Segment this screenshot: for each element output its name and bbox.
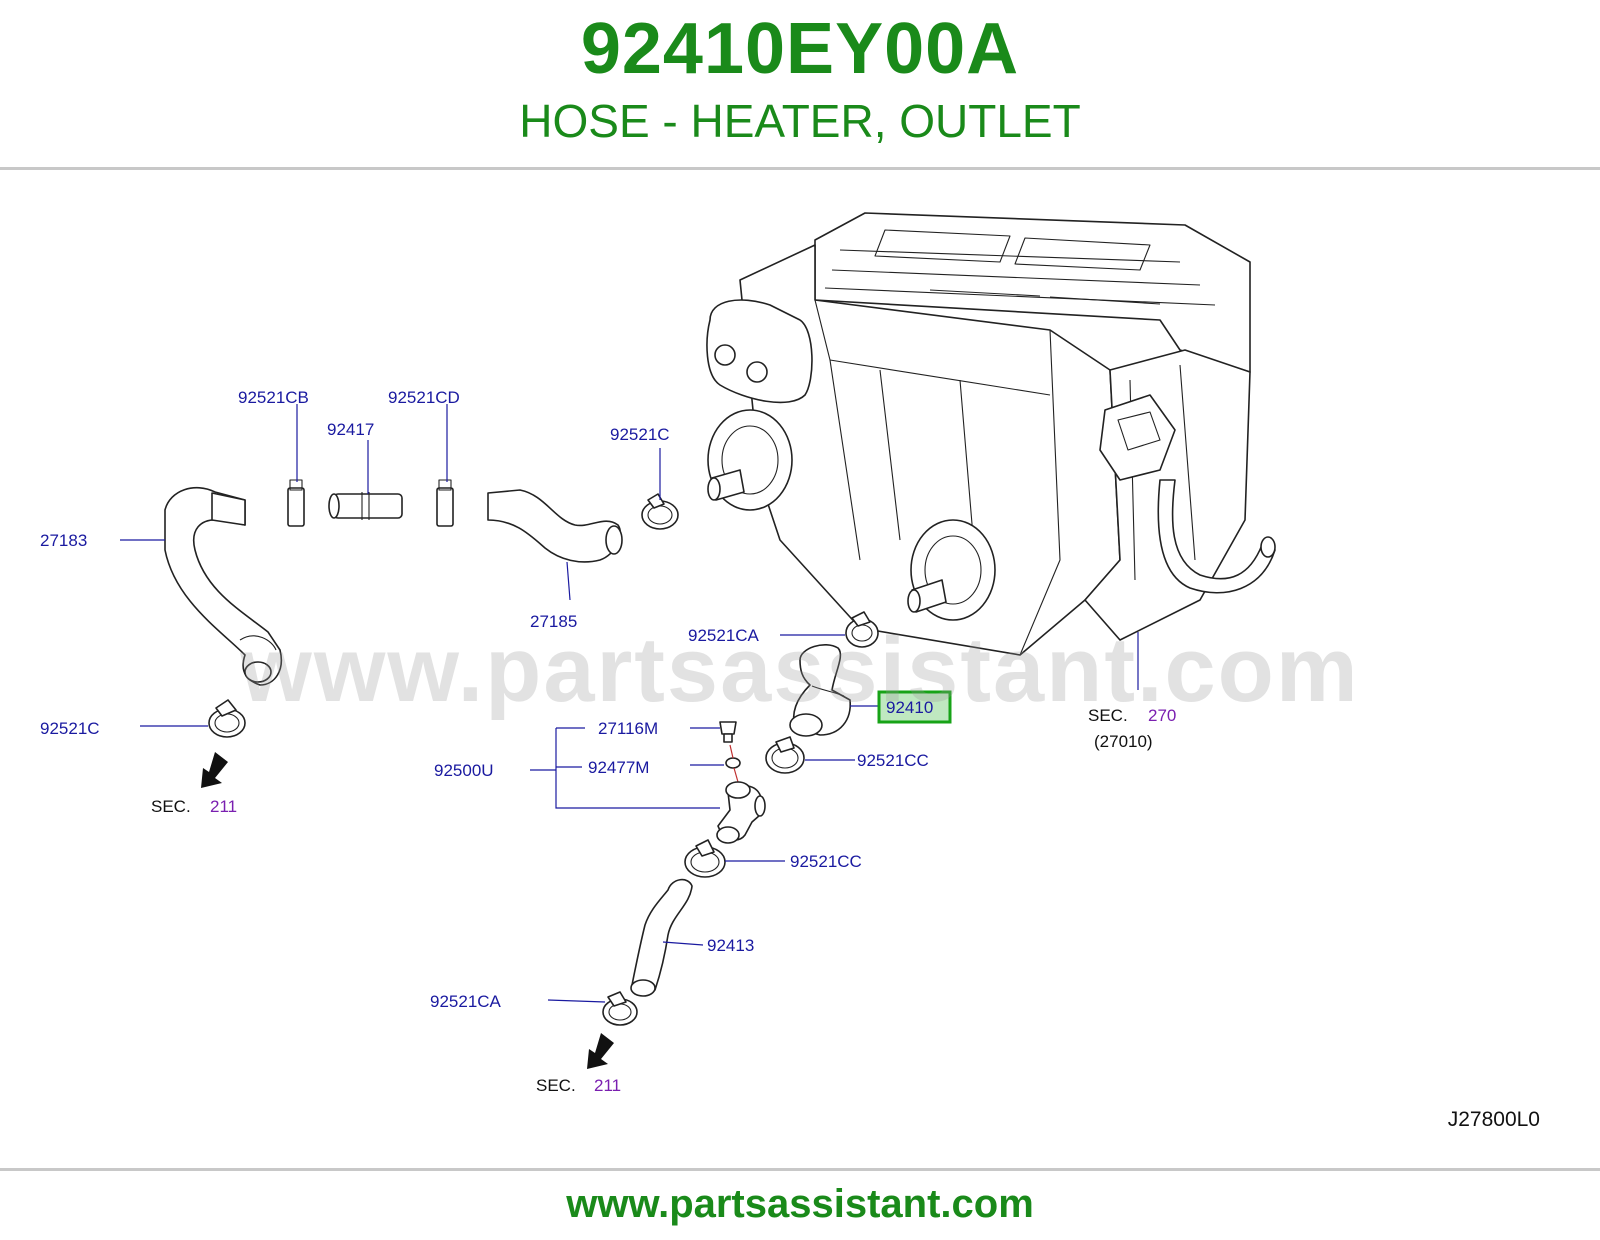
part-name-subtitle: HOSE - HEATER, OUTLET: [519, 95, 1081, 147]
sec-270-subref: (27010): [1094, 732, 1153, 751]
leader-lines: [120, 404, 1139, 1003]
hose-92413-illustration: [630, 878, 693, 997]
callout-92521c-top[interactable]: 92521C: [610, 425, 670, 444]
footer-site-link[interactable]: www.partsassistant.com: [566, 1182, 1034, 1226]
hose-92410-illustration: [789, 644, 851, 737]
callout-92477m[interactable]: 92477M: [588, 758, 649, 777]
callout-92521ca-top[interactable]: 92521CA: [688, 626, 760, 645]
clip-92521cb-illustration: [287, 479, 305, 527]
header-divider: [0, 167, 1600, 170]
red-leader-lines: [729, 744, 739, 783]
callout-92410[interactable]: 92410: [886, 698, 933, 717]
sec-211-bottom-label: SEC.: [536, 1076, 576, 1095]
callout-92500u[interactable]: 92500U: [434, 761, 494, 780]
callout-27185[interactable]: 27185: [530, 612, 577, 631]
callout-92521ca-bottom[interactable]: 92521CA: [430, 992, 502, 1011]
callout-27116m[interactable]: 27116M: [598, 719, 658, 738]
callout-92417[interactable]: 92417: [327, 420, 374, 439]
down-left-arrow-icon: [587, 1033, 614, 1069]
highlighted-part-box: [877, 690, 952, 724]
washer-92477m-illustration: [725, 757, 741, 769]
clamp-92521ca-upper-illustration: [845, 611, 879, 648]
tee-joint-92500u-illustration: [716, 781, 766, 844]
hose-27185-illustration: [487, 489, 623, 563]
sec-211-left-link[interactable]: 211: [210, 797, 237, 816]
diagram-code: J27800L0: [1447, 1108, 1540, 1131]
sec-211-bottom-link[interactable]: 211: [594, 1076, 621, 1095]
clamp-92521c-left-illustration: [208, 699, 246, 738]
heater-unit-illustration: [706, 212, 1276, 656]
clip-92521cd-illustration: [436, 479, 454, 527]
clamp-92521cc-upper-illustration: [765, 736, 805, 774]
part-number-title: 92410EY00A: [580, 9, 1020, 89]
callout-92521cb[interactable]: 92521CB: [238, 388, 309, 407]
callout-92521cc-lower[interactable]: 92521CC: [790, 852, 862, 871]
joint-92417-illustration: [328, 492, 403, 520]
sec-270-label: SEC.: [1088, 706, 1128, 725]
plug-27116m-illustration: [719, 721, 737, 743]
clamp-92521ca-bottom-illustration: [602, 991, 638, 1026]
callout-27183[interactable]: 27183: [40, 531, 87, 550]
callout-92521cd[interactable]: 92521CD: [388, 388, 460, 407]
callout-92413[interactable]: 92413: [707, 936, 754, 955]
clamp-92521c-upper-illustration: [641, 493, 679, 530]
sec-270-link[interactable]: 270: [1148, 706, 1176, 725]
page-header: 92410EY00A HOSE - HEATER, OUTLET: [0, 0, 1600, 168]
down-left-arrow-icon: [201, 752, 228, 788]
clamp-92521cc-lower-illustration: [684, 839, 726, 878]
footer-divider: [0, 1168, 1600, 1171]
hose-27183-illustration: [164, 486, 282, 686]
callout-92521c-left[interactable]: 92521C: [40, 719, 100, 738]
callout-92521cc-upper[interactable]: 92521CC: [857, 751, 929, 770]
sec-211-left-label: SEC.: [151, 797, 191, 816]
